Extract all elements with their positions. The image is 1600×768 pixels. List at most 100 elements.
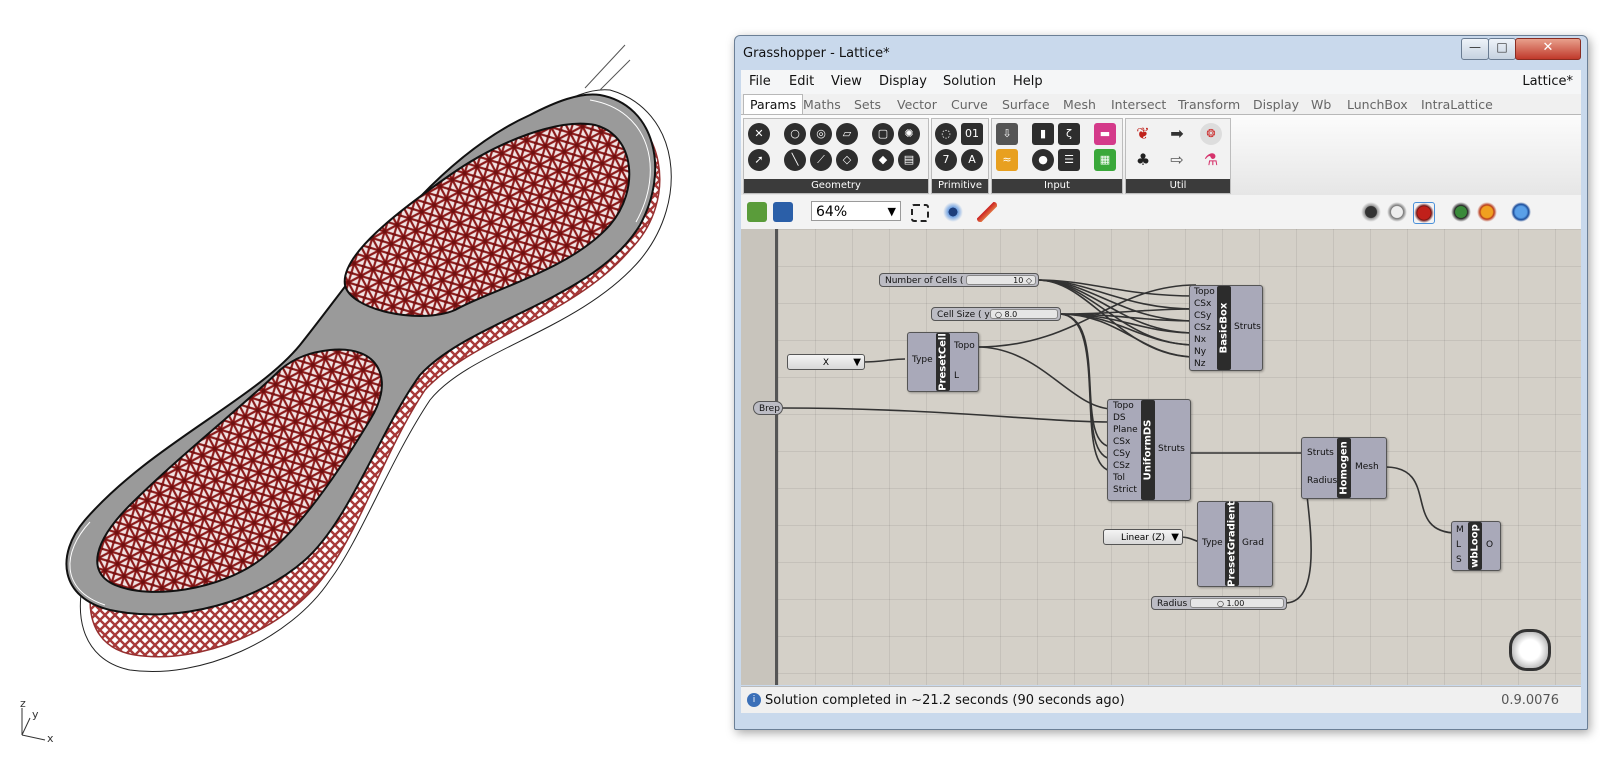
preview-selected-icon[interactable] — [1413, 202, 1435, 224]
tab-transform[interactable]: Transform — [1178, 97, 1241, 112]
maximize-button[interactable]: □ — [1488, 38, 1516, 60]
title-bar[interactable]: Grasshopper - Lattice* — □ ✕ — [735, 36, 1587, 70]
list-input-icon[interactable]: ☰ — [1058, 149, 1080, 171]
tab-params[interactable]: Params — [743, 94, 804, 115]
tab-curve[interactable]: Curve — [951, 97, 988, 112]
preview-mesh-icon[interactable] — [1477, 202, 1497, 222]
zoom-extents-icon[interactable] — [911, 204, 929, 222]
integer-param-icon[interactable]: 01 — [961, 123, 983, 145]
arrow-right-icon[interactable]: ➡ — [1170, 124, 1184, 143]
button-input-icon[interactable]: ● — [1032, 149, 1054, 171]
tab-maths[interactable]: Maths — [803, 97, 841, 112]
zigzag-icon[interactable]: ζ — [1058, 123, 1080, 145]
surface-param-icon[interactable]: ▱ — [836, 123, 858, 145]
canvas-navigator-icon[interactable] — [1509, 629, 1551, 671]
radius-track[interactable]: ○ 1.00 — [1190, 598, 1284, 608]
preview-shaded-icon[interactable] — [1387, 202, 1407, 222]
tab-lunchbox[interactable]: LunchBox — [1347, 97, 1408, 112]
gradient-input-icon[interactable]: ▬ — [1094, 123, 1116, 145]
uniformds-input-strict: Strict — [1113, 485, 1137, 495]
mesh-param-icon[interactable]: ✺ — [898, 123, 920, 145]
tab-intralattice[interactable]: IntraLattice — [1421, 97, 1493, 112]
basicbox-input-topo: Topo — [1194, 287, 1215, 297]
wbloop-component[interactable]: M L S wbLoop O — [1451, 521, 1501, 571]
arrow-outline-icon[interactable]: ⇨ — [1170, 150, 1184, 169]
uniformds-component[interactable]: Topo DS Plane CSx CSy CSz Tol Strict Uni… — [1107, 399, 1191, 501]
presetgradient-component[interactable]: Type PresetGradient Grad — [1197, 501, 1273, 587]
jewel-icon[interactable]: ❂ — [1200, 123, 1222, 145]
cell-size-slider[interactable]: Cell Size ( y ) ○ 8.0 — [931, 307, 1061, 321]
brep-param-icon[interactable]: ◆ — [872, 149, 894, 171]
minimize-button[interactable]: — — [1461, 38, 1489, 60]
presetcell-component[interactable]: Type PresetCell Topo L — [907, 332, 979, 392]
boolean-param-icon[interactable]: ◌ — [935, 123, 957, 145]
line-param-icon[interactable]: ╲ — [784, 149, 806, 171]
tab-display[interactable]: Display — [1253, 97, 1300, 112]
matrix-input-icon[interactable]: ▦ — [1094, 149, 1116, 171]
basicbox-input-csz: CSz — [1194, 323, 1211, 333]
menu-file[interactable]: File — [749, 74, 771, 89]
tab-sets[interactable]: Sets — [854, 97, 882, 112]
circle-param-icon[interactable]: ○ — [784, 123, 806, 145]
save-file-icon[interactable] — [773, 202, 793, 222]
presetcell-input-type: Type — [912, 355, 933, 365]
text-param-icon[interactable]: A — [961, 149, 983, 171]
menu-edit[interactable]: Edit — [789, 74, 815, 89]
ribbon: ✕ ➚ ○ ◎ ▱ ╲ ⟋ ◇ ▢ ✺ ◆ ▤ Geometry ◌ 01 7 … — [741, 114, 1581, 196]
cell-type-dropdown[interactable]: X ▼ — [787, 354, 865, 370]
radius-slider[interactable]: Radius ○ 1.00 — [1151, 596, 1287, 610]
axis-z-label: z — [20, 697, 26, 710]
data-input-icon[interactable]: ⇩ — [996, 123, 1018, 145]
geometry-param-icon[interactable]: ▤ — [898, 149, 920, 171]
cherry-icon[interactable]: ❦ — [1136, 124, 1150, 143]
radius-label: Radius — [1157, 599, 1188, 609]
point-param-icon[interactable]: ✕ — [748, 123, 770, 145]
number-of-cells-track[interactable]: 10 ◇ — [966, 275, 1036, 285]
rhino-viewport[interactable]: z y x — [0, 0, 700, 768]
flask-icon[interactable]: ⚗ — [1203, 150, 1219, 169]
bake-icon[interactable] — [1451, 202, 1471, 222]
preview-eye-icon[interactable] — [943, 202, 963, 222]
zoom-select[interactable]: 64% ▼ — [811, 201, 901, 221]
menu-solution[interactable]: Solution — [943, 74, 996, 89]
number-of-cells-slider[interactable]: Number of Cells ( x ) 10 ◇ — [879, 273, 1039, 287]
menu-display[interactable]: Display — [879, 74, 927, 89]
tree-icon[interactable]: ♣ — [1135, 150, 1151, 169]
basicbox-component[interactable]: Topo CSx CSy CSz Nx Ny Nz BasicBox Strut… — [1189, 285, 1263, 371]
open-file-icon[interactable] — [747, 202, 767, 222]
arc-param-icon[interactable]: ⟋ — [810, 149, 832, 171]
tab-intersect[interactable]: Intersect — [1111, 97, 1167, 112]
tab-bar: Params Maths Sets Vector Curve Surface M… — [741, 94, 1581, 115]
fader-icon[interactable]: ≈ — [996, 149, 1018, 171]
chevron-down-icon: ▼ — [887, 205, 896, 218]
menu-view[interactable]: View — [831, 74, 862, 89]
homogen-component[interactable]: Struts Radius Homogen Mesh — [1301, 437, 1387, 499]
plane-param-icon[interactable]: ◇ — [836, 149, 858, 171]
tab-mesh[interactable]: Mesh — [1063, 97, 1096, 112]
presetcell-output-l: L — [954, 371, 960, 381]
basicbox-input-nx: Nx — [1194, 335, 1207, 345]
grasshopper-window: Grasshopper - Lattice* — □ ✕ File Edit V… — [734, 35, 1588, 730]
gradient-type-dropdown[interactable]: Linear (Z) ▼ — [1103, 529, 1183, 545]
close-button[interactable]: ✕ — [1515, 38, 1581, 60]
preview-settings-icon[interactable] — [1511, 202, 1531, 222]
tab-vector[interactable]: Vector — [897, 97, 937, 112]
vector-param-icon[interactable]: ➚ — [748, 149, 770, 171]
basicbox-output-struts: Struts — [1234, 322, 1261, 332]
panel-geometry: ✕ ➚ ○ ◎ ▱ ╲ ⟋ ◇ ▢ ✺ ◆ ▤ Geometry — [743, 118, 929, 194]
tab-surface[interactable]: Surface — [1002, 97, 1050, 112]
sketch-icon[interactable] — [977, 202, 997, 222]
toggle-icon[interactable]: ▮ — [1032, 123, 1054, 145]
tab-wb[interactable]: Wb — [1311, 97, 1332, 112]
menu-help[interactable]: Help — [1013, 74, 1043, 89]
preview-wireframe-icon[interactable] — [1361, 202, 1381, 222]
brep-param[interactable]: Brep — [753, 401, 783, 415]
maximize-icon: □ — [1496, 40, 1508, 54]
curve-param-icon[interactable]: ◎ — [810, 123, 832, 145]
basicbox-input-nz: Nz — [1194, 359, 1206, 369]
number-param-icon[interactable]: 7 — [935, 149, 957, 171]
cell-size-track[interactable]: ○ 8.0 — [990, 309, 1058, 319]
basicbox-input-ny: Ny — [1194, 347, 1207, 357]
grasshopper-canvas[interactable]: Number of Cells ( x ) 10 ◇ Cell Size ( y… — [741, 229, 1581, 685]
box-param-icon[interactable]: ▢ — [872, 123, 894, 145]
